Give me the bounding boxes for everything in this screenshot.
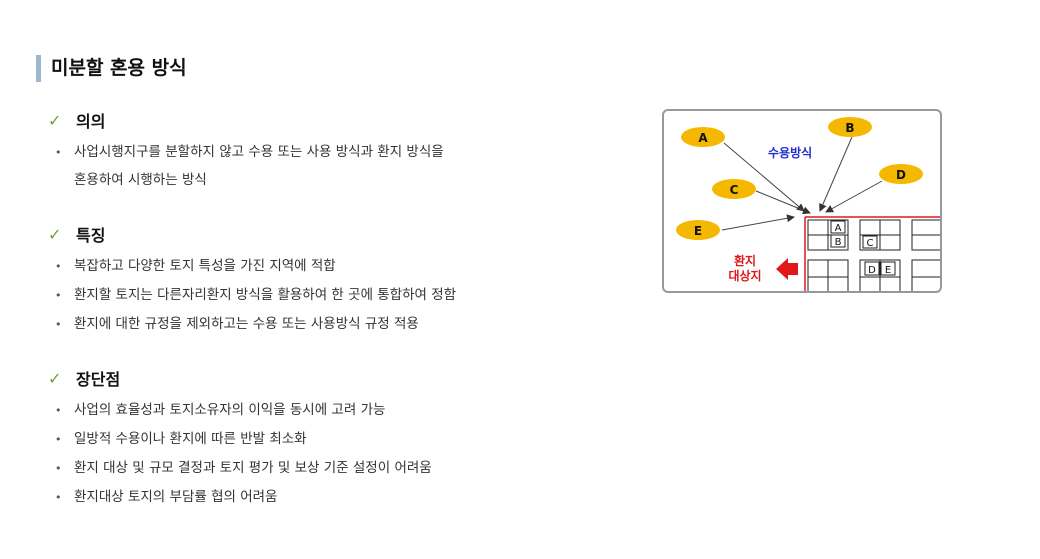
- lot-a: A: [830, 220, 846, 234]
- arrow-d: [825, 180, 883, 213]
- section-heading: ✓ 특징: [48, 222, 588, 246]
- node-label: E: [694, 224, 702, 238]
- arrow-c: [755, 190, 811, 215]
- bullet-list: 사업시행지구를 분할하지 않고 수용 또는 사용 방식과 환지 방식을 혼용하여…: [48, 138, 588, 194]
- page-title: 미분할 혼용 방식: [36, 55, 187, 82]
- svg-text:C: C: [867, 238, 874, 249]
- svg-text:E: E: [885, 265, 891, 276]
- list-item: 복잡하고 다양한 토지 특성을 가진 지역에 적합: [48, 252, 588, 281]
- lot-cells: [807, 219, 940, 291]
- arrow-b: [819, 136, 853, 212]
- list-item: 일방적 수용이나 환지에 따른 반발 최소화: [48, 425, 588, 454]
- list-item-line: 혼용하여 시행하는 방식: [74, 172, 207, 188]
- list-item: 환지 대상 및 규모 결정과 토지 평가 및 보상 기준 설정이 어려움: [48, 454, 588, 483]
- lot-d: D: [864, 261, 880, 276]
- lot-e: E: [880, 261, 896, 276]
- section-meaning: ✓ 의의 사업시행지구를 분할하지 않고 수용 또는 사용 방식과 환지 방식을…: [48, 108, 588, 194]
- node-label: A: [698, 131, 708, 145]
- method-label: 수용방식: [768, 145, 812, 160]
- list-item: 환지할 토지는 다른자리환지 방식을 활용하여 한 곳에 통합하여 정함: [48, 281, 588, 310]
- node-b: B: [828, 117, 872, 137]
- check-icon: ✓: [48, 224, 62, 244]
- arrow-a: [723, 142, 805, 212]
- node-d: D: [879, 164, 923, 184]
- target-label-line2: 대상지: [728, 268, 761, 283]
- svg-text:A: A: [835, 223, 842, 234]
- node-a: A: [681, 127, 725, 147]
- left-arrow-icon: [776, 258, 798, 280]
- lot-grid: [804, 216, 940, 291]
- section-pros-cons: ✓ 장단점 사업의 효율성과 토지소유자의 이익을 동시에 고려 가능 일방적 …: [48, 366, 588, 513]
- node-label: D: [896, 168, 906, 182]
- bullet-list: 사업의 효율성과 토지소유자의 이익을 동시에 고려 가능 일방적 수용이나 환…: [48, 396, 588, 512]
- list-item: 환지에 대한 규정을 제외하고는 수용 또는 사용방식 규정 적용: [48, 310, 588, 339]
- node-label: C: [730, 183, 739, 197]
- svg-text:D: D: [868, 265, 876, 276]
- target-label-line1: 환지: [734, 253, 756, 268]
- svg-text:B: B: [835, 237, 842, 248]
- check-icon: ✓: [48, 368, 62, 388]
- list-item-line: 사업시행지구를 분할하지 않고 수용 또는 사용 방식과 환지 방식을: [74, 144, 444, 160]
- section-title: 특징: [76, 226, 106, 245]
- arrow-e: [721, 214, 795, 231]
- check-icon: ✓: [48, 110, 62, 130]
- node-c: C: [712, 179, 756, 199]
- lot-c: C: [862, 235, 878, 249]
- list-item: 사업의 효율성과 토지소유자의 이익을 동시에 고려 가능: [48, 396, 588, 425]
- mixed-method-diagram: A B C D E 수용방식 환지 대상지: [662, 109, 942, 293]
- lot-b: B: [830, 234, 846, 248]
- section-title: 의의: [76, 112, 106, 131]
- list-item: 환지대상 토지의 부담률 협의 어려움: [48, 483, 588, 512]
- section-heading: ✓ 장단점: [48, 366, 588, 390]
- node-label: B: [845, 121, 854, 135]
- node-e: E: [676, 220, 720, 240]
- section-features: ✓ 특징 복잡하고 다양한 토지 특성을 가진 지역에 적합 환지할 토지는 다…: [48, 222, 588, 340]
- list-item: 사업시행지구를 분할하지 않고 수용 또는 사용 방식과 환지 방식을 혼용하여…: [48, 138, 588, 194]
- bullet-list: 복잡하고 다양한 토지 특성을 가진 지역에 적합 환지할 토지는 다른자리환지…: [48, 252, 588, 339]
- section-heading: ✓ 의의: [48, 108, 588, 132]
- section-title: 장단점: [76, 370, 121, 389]
- diagram-svg: A B C D E 수용방식 환지 대상지: [676, 117, 940, 291]
